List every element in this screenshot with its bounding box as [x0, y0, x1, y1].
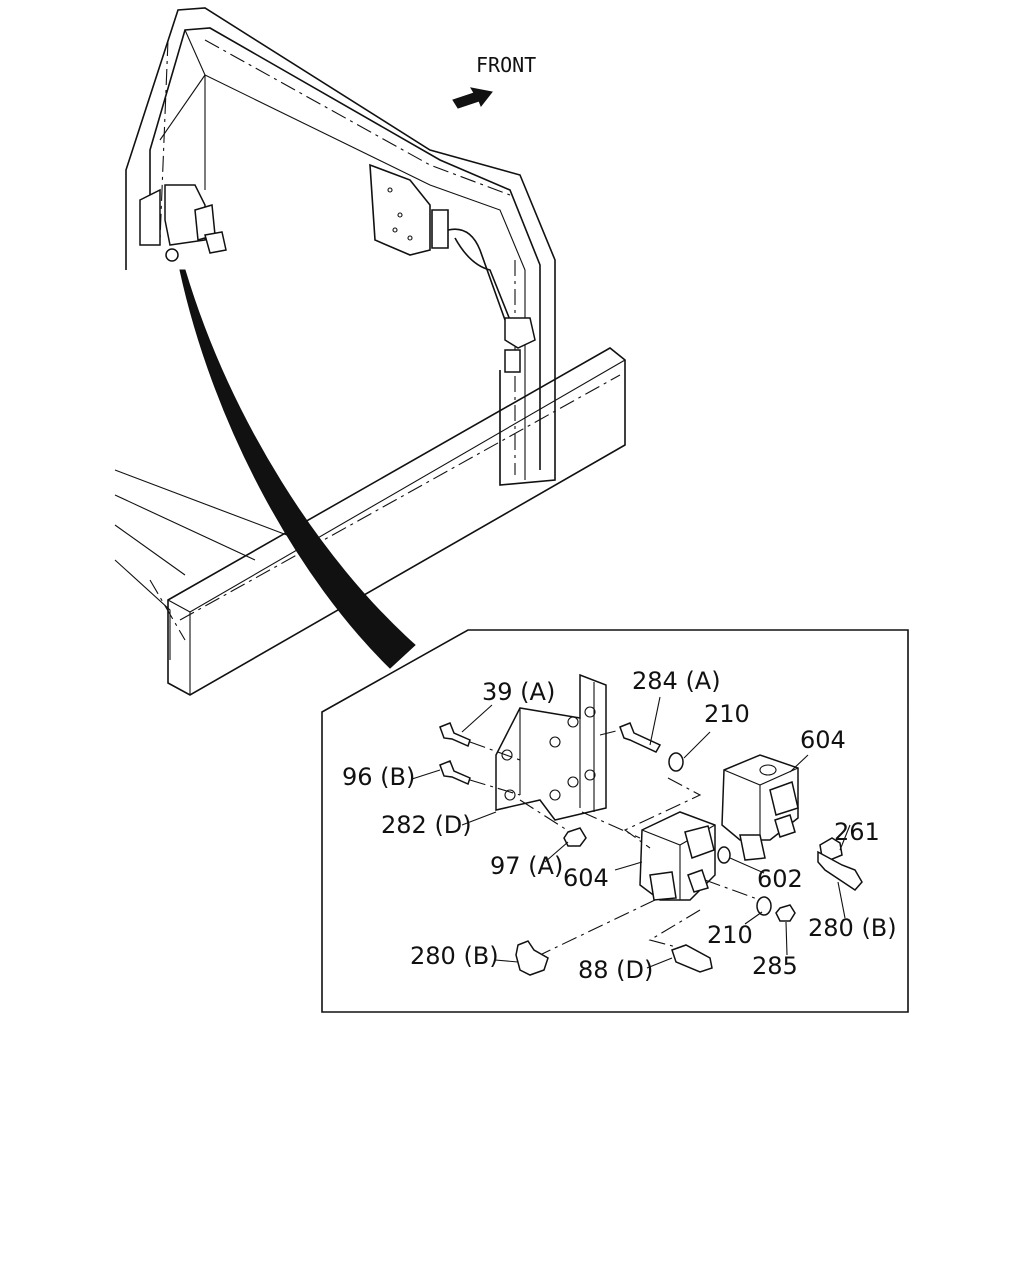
- front-indicator: FRONT: [452, 53, 536, 109]
- callout-39a: 39 (A): [482, 678, 555, 706]
- callout-97a: 97 (A): [490, 852, 563, 880]
- callout-604-top: 604: [800, 726, 846, 754]
- bracket-part: [495, 673, 607, 821]
- callout-96b: 96 (B): [342, 763, 415, 791]
- callout-88d: 88 (D): [578, 956, 653, 984]
- callout-604-low: 604: [563, 864, 609, 892]
- callout-210-top: 210: [704, 700, 750, 728]
- callout-280b-right: 280 (B): [808, 914, 897, 942]
- detail-leader-sweep: [179, 269, 416, 669]
- front-label: FRONT: [476, 53, 536, 77]
- callout-280b-left: 280 (B): [410, 942, 499, 970]
- callout-282d: 282 (D): [381, 811, 472, 839]
- callout-261: 261: [834, 818, 880, 846]
- oring-602: [717, 846, 731, 864]
- fitting-88d: [671, 944, 713, 973]
- detail-panel-border: [321, 629, 909, 1013]
- nut-97a: [563, 827, 587, 847]
- tee-280b-right: [817, 850, 863, 891]
- callout-284a: 284 (A): [632, 667, 721, 695]
- callout-210-low: 210: [707, 921, 753, 949]
- washer-210-top: [668, 752, 684, 772]
- front-arrow-icon: [452, 87, 493, 109]
- elbow-280b-left: [515, 940, 549, 976]
- bolt-39a: [439, 722, 471, 748]
- detail-panel: 39 (A) 284 (A) 210 604 96 (B) 261 282 (D…: [321, 629, 909, 1013]
- callout-602: 602: [757, 865, 803, 893]
- washer-210-low: [756, 896, 772, 916]
- cab-frame-drawing: [114, 7, 626, 696]
- bolt-96b: [439, 760, 471, 786]
- nut-285: [775, 904, 796, 922]
- callout-285: 285: [752, 952, 798, 980]
